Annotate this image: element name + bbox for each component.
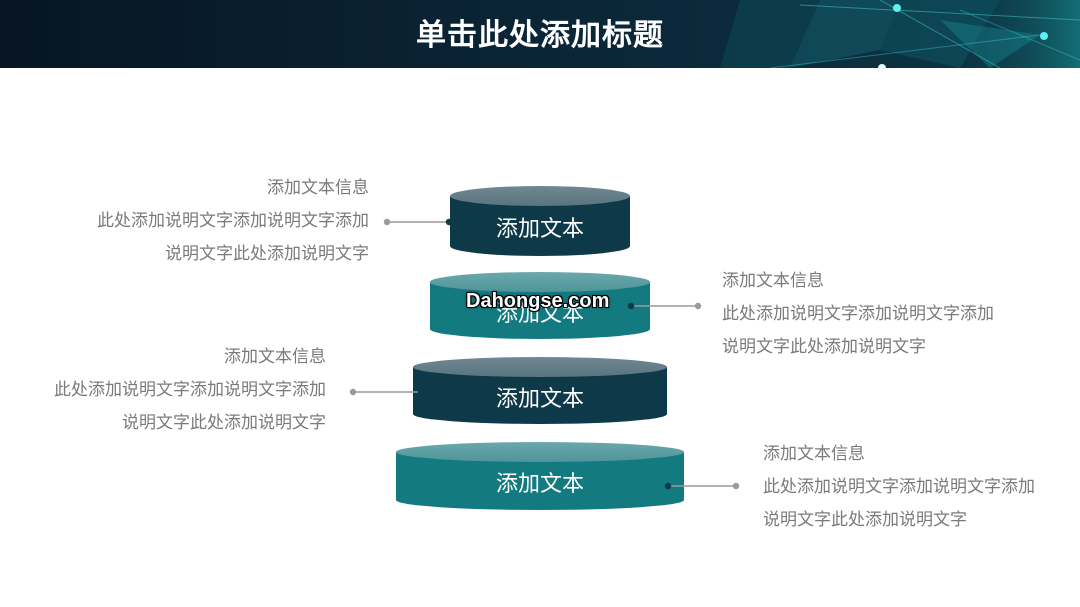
- tier-1-label[interactable]: 添加文本: [495, 217, 584, 242]
- info-2-line-2[interactable]: 说明文字此处添加说明文字: [722, 337, 926, 357]
- tier-2-label[interactable]: 添加文本: [495, 302, 584, 327]
- cylinder-tier-1: [450, 186, 630, 256]
- info-3-line-2[interactable]: 说明文字此处添加说明文字: [122, 413, 326, 433]
- info-4-line-2[interactable]: 说明文字此处添加说明文字: [763, 510, 967, 530]
- info-1-line-1[interactable]: 此处添加说明文字添加说明文字添加: [97, 211, 369, 231]
- cylinder-tier-2: [430, 272, 650, 339]
- connector-1: [383, 218, 453, 226]
- connector-3: [349, 388, 425, 396]
- network-decoration: [720, 0, 1080, 68]
- header-banner: 单击此处添加标题: [0, 0, 1080, 68]
- tier-3-label[interactable]: 添加文本: [495, 387, 584, 412]
- info-4-line-1[interactable]: 此处添加说明文字添加说明文字添加: [763, 477, 1035, 497]
- info-3-line-1[interactable]: 此处添加说明文字添加说明文字添加: [54, 380, 326, 400]
- page-title[interactable]: 单击此处添加标题: [416, 18, 664, 53]
- connector-4: [664, 482, 740, 490]
- info-block-4: 添加文本信息 此处添加说明文字添加说明文字添加 说明文字此处添加说明文字: [763, 438, 1035, 537]
- watermark: Dahongse.com: [466, 290, 610, 312]
- info-4-heading[interactable]: 添加文本信息: [763, 444, 865, 464]
- info-3-heading[interactable]: 添加文本信息: [224, 347, 326, 367]
- info-2-line-1[interactable]: 此处添加说明文字添加说明文字添加: [722, 304, 994, 324]
- tier-4-label[interactable]: 添加文本: [495, 472, 584, 497]
- cylinder-tier-3: [413, 357, 667, 424]
- info-2-heading[interactable]: 添加文本信息: [722, 271, 824, 291]
- info-1-line-2[interactable]: 说明文字此处添加说明文字: [165, 244, 369, 264]
- info-1-heading[interactable]: 添加文本信息: [267, 178, 369, 198]
- info-block-2: 添加文本信息 此处添加说明文字添加说明文字添加 说明文字此处添加说明文字: [722, 265, 994, 364]
- info-block-3: 添加文本信息 此处添加说明文字添加说明文字添加 说明文字此处添加说明文字: [54, 341, 326, 440]
- cylinder-tier-4: [396, 442, 684, 510]
- info-block-1: 添加文本信息 此处添加说明文字添加说明文字添加 说明文字此处添加说明文字: [97, 172, 369, 271]
- connector-2: [627, 302, 702, 310]
